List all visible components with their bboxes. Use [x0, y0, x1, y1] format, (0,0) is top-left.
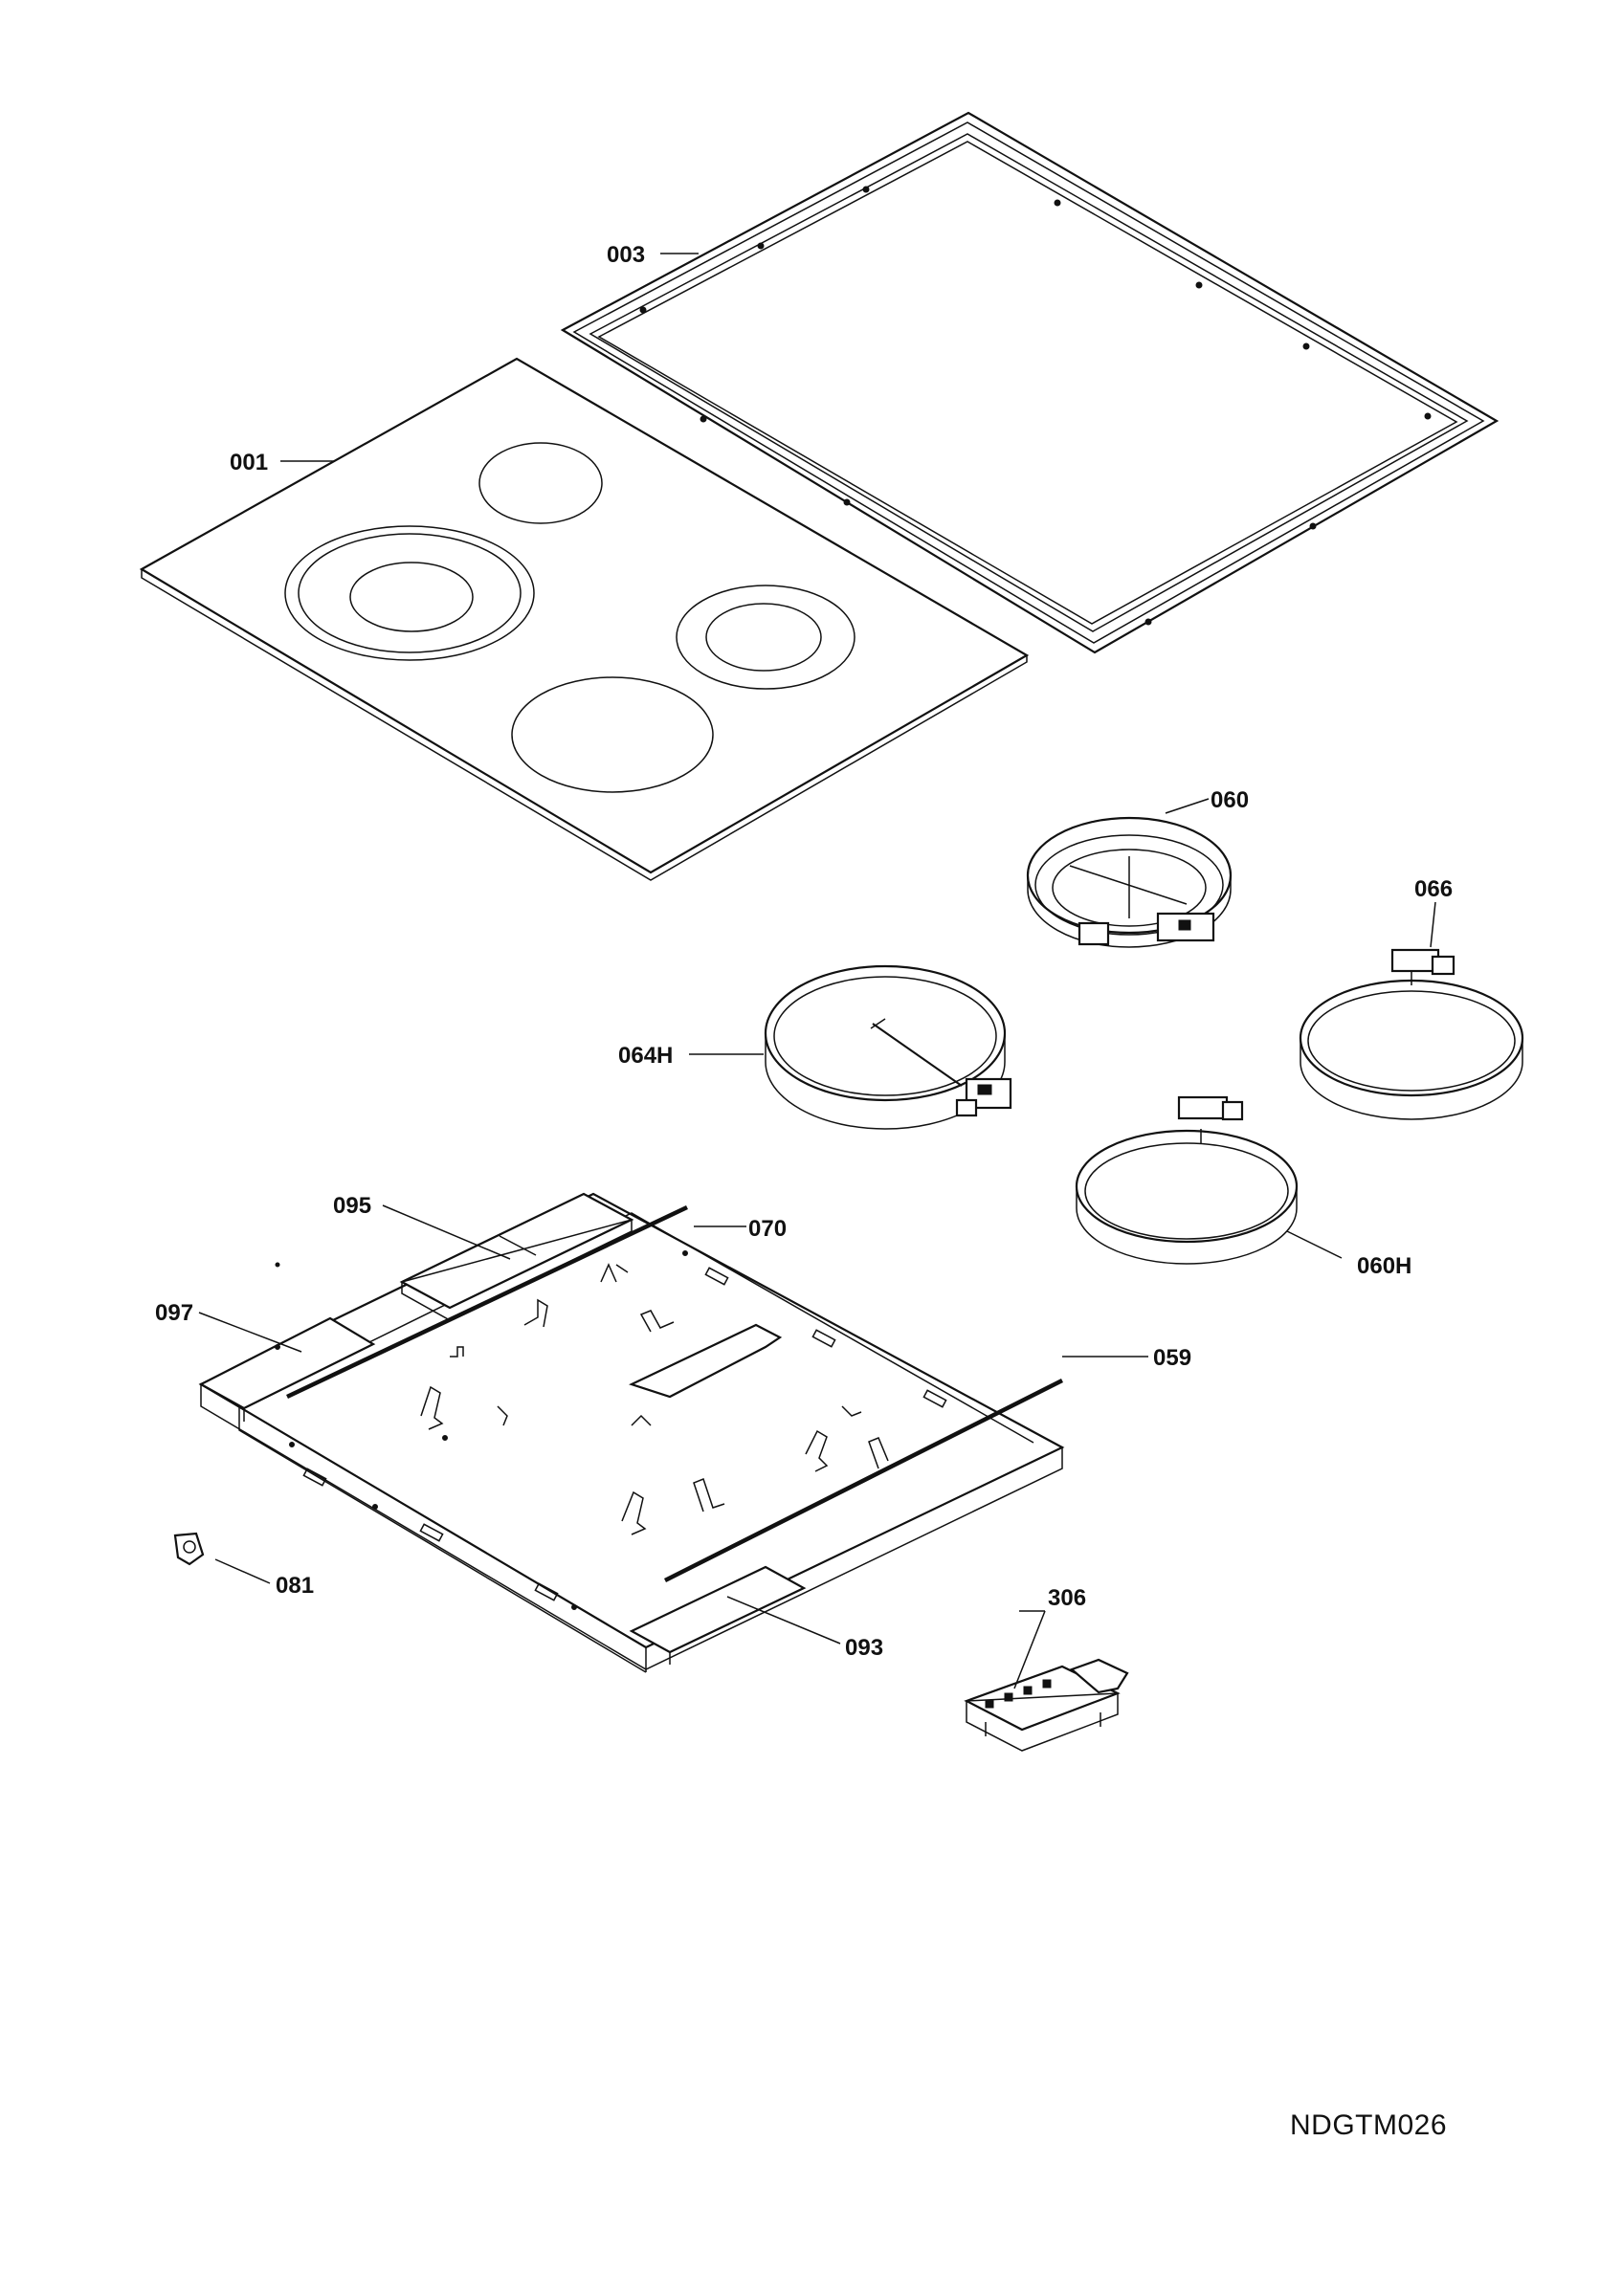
- part-label-060h: 060H: [1357, 1253, 1411, 1279]
- part-label-001: 001: [230, 450, 268, 475]
- part-label-070: 070: [748, 1216, 787, 1242]
- part-label-059: 059: [1153, 1345, 1191, 1371]
- terminal-block-part: [964, 1658, 1129, 1752]
- part-label-095: 095: [333, 1193, 371, 1219]
- right-ring-element-part: [1299, 948, 1524, 1120]
- rear-rod-part: [286, 1204, 688, 1400]
- drawing-code: NDGTM026: [1290, 2109, 1448, 2141]
- part-label-081: 081: [276, 1573, 314, 1599]
- part-label-093: 093: [845, 1635, 883, 1661]
- frame-part: [560, 111, 1500, 654]
- front-ring-element-part: [1075, 1095, 1299, 1265]
- glass-cooktop-part: [139, 357, 1030, 881]
- part-label-306: 306: [1048, 1585, 1086, 1611]
- part-label-003: 003: [607, 242, 645, 268]
- part-label-060: 060: [1211, 787, 1249, 813]
- large-radiant-element-part: [764, 964, 1012, 1130]
- base-pan-part: [198, 1192, 1065, 1673]
- part-label-064h: 064H: [618, 1043, 673, 1069]
- part-label-066: 066: [1414, 876, 1453, 902]
- part-label-097: 097: [155, 1300, 193, 1326]
- grommet-part: [173, 1532, 205, 1566]
- front-rod-part: [663, 1378, 1064, 1583]
- small-burner-element-part: [1026, 816, 1233, 948]
